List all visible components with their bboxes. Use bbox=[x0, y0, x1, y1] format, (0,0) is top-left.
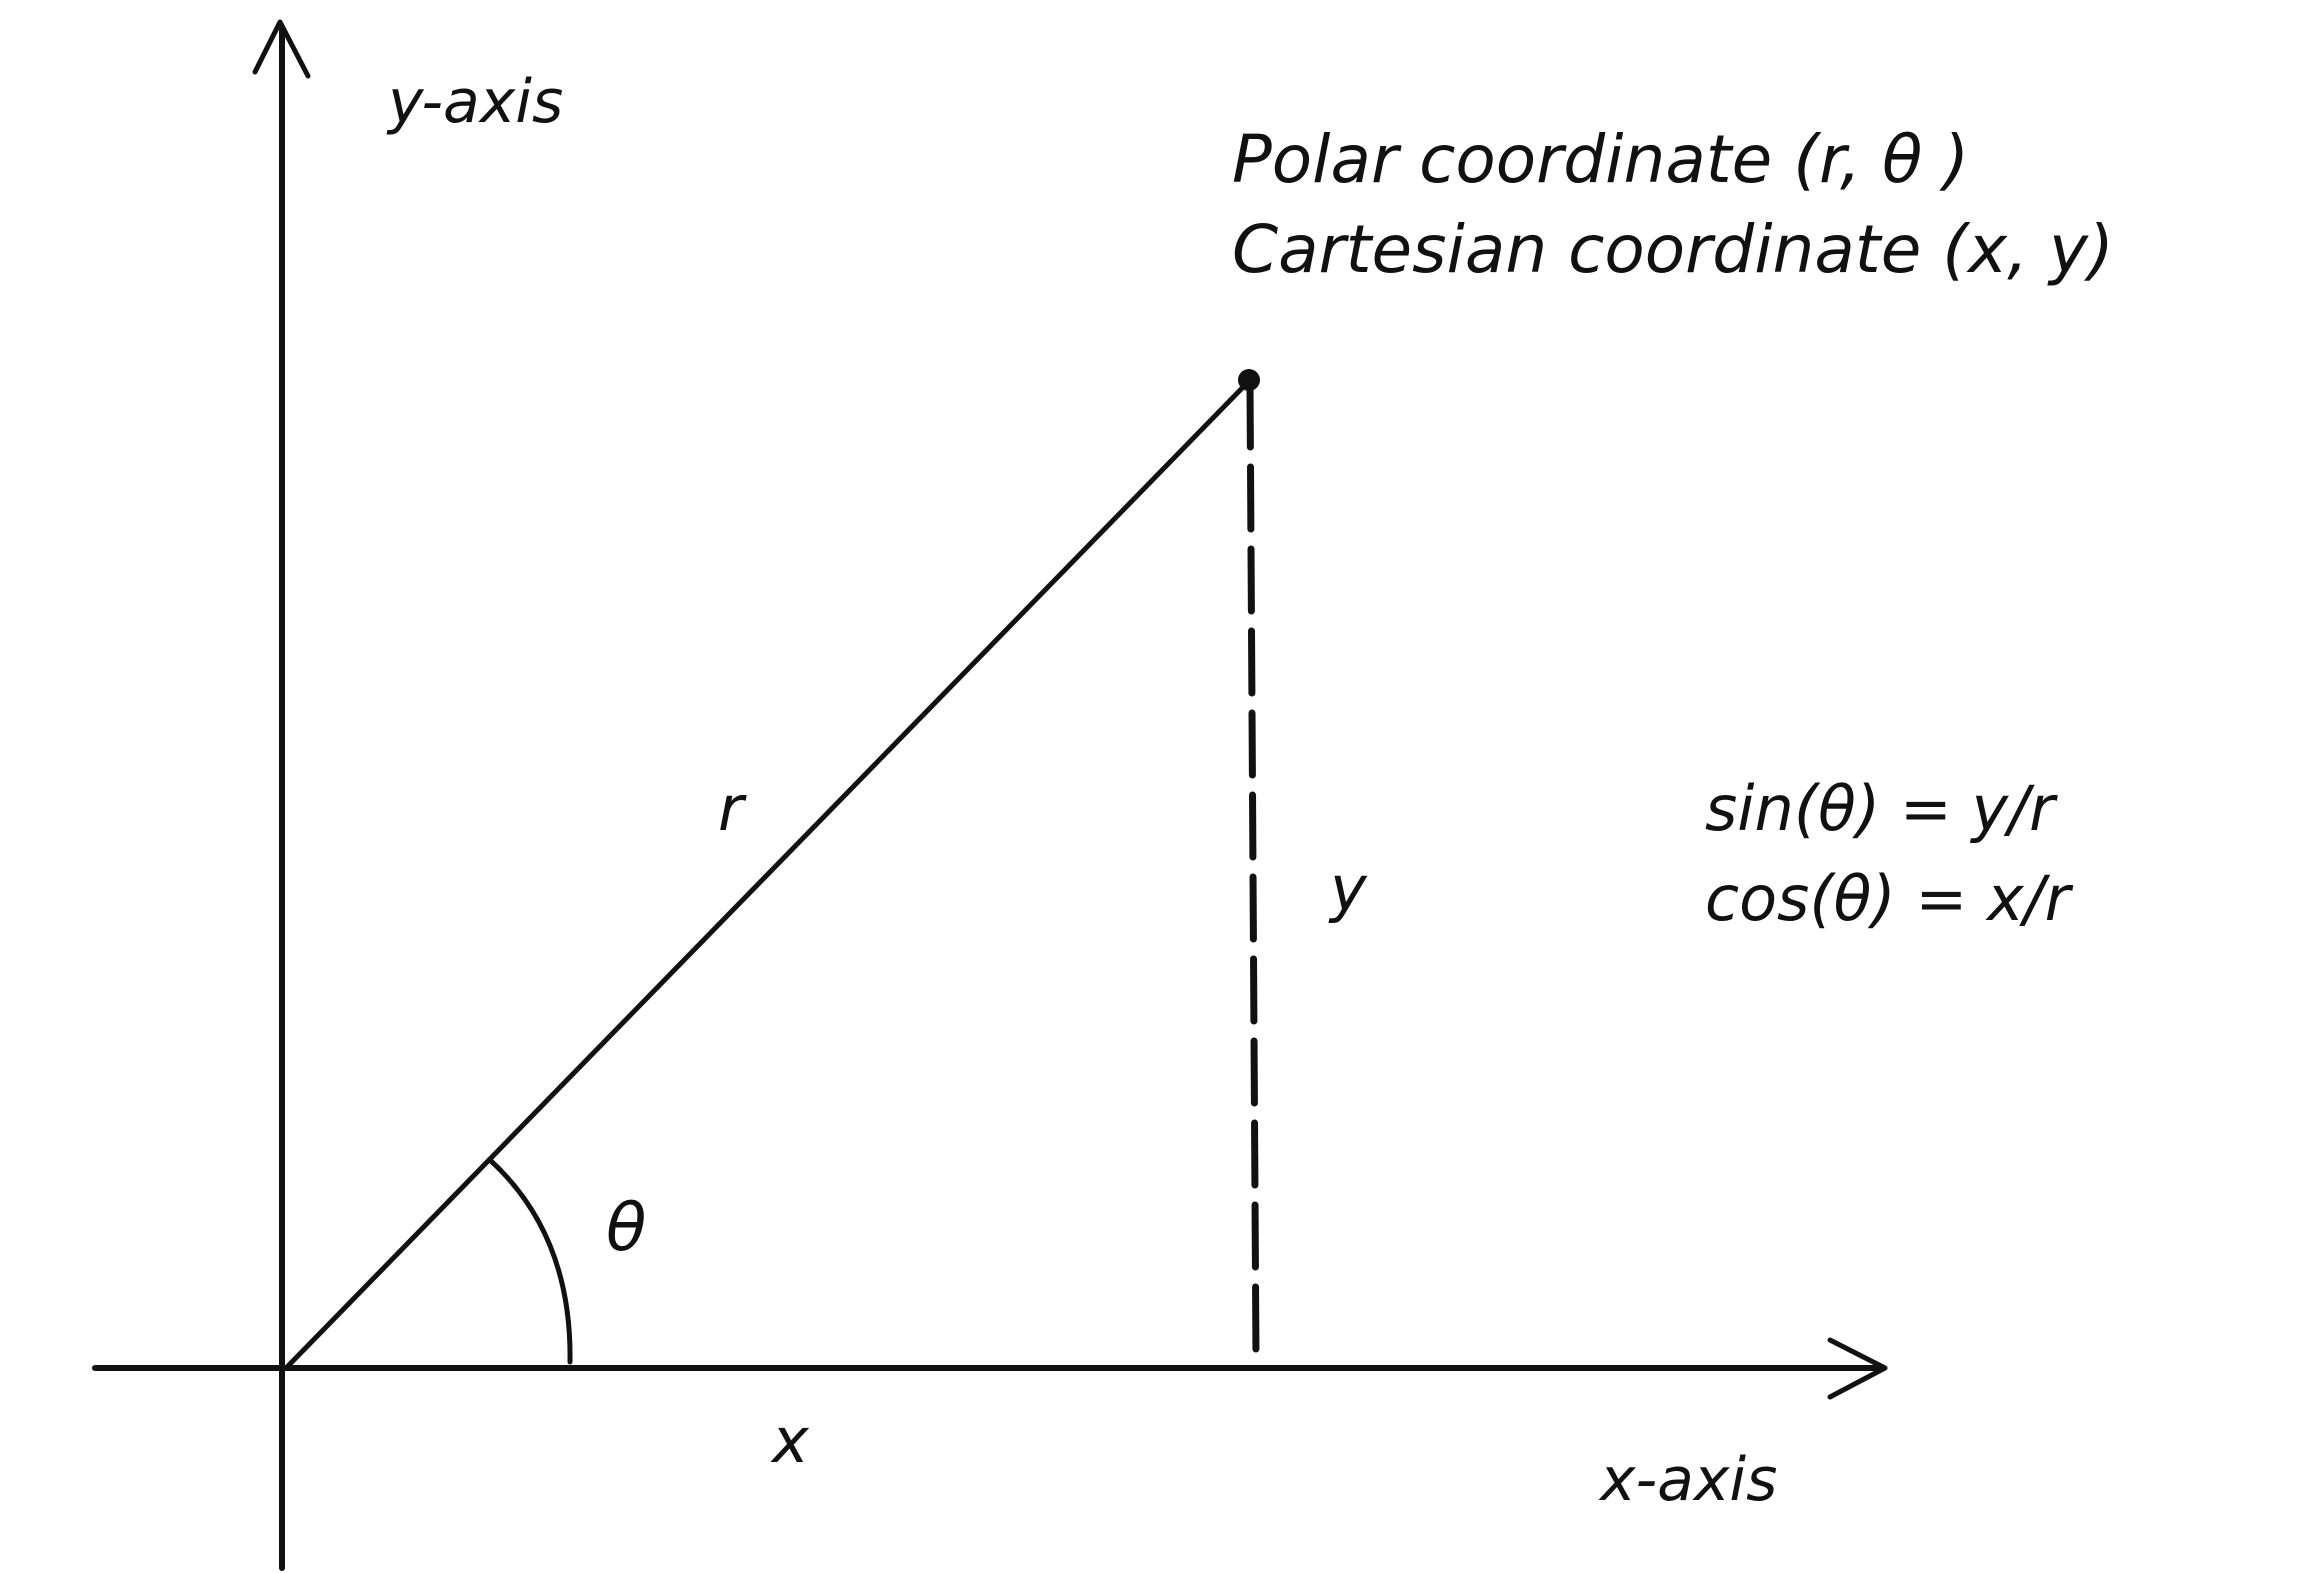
theta-arc bbox=[487, 1157, 573, 1365]
x-axis-label: x-axis bbox=[1598, 1445, 1777, 1515]
y-component-dashed-line bbox=[1246, 381, 1260, 1364]
x-axis bbox=[92, 1337, 1888, 1400]
point-marker bbox=[1238, 369, 1260, 391]
sine-formula: sin(θ) = y/r bbox=[1705, 772, 2058, 845]
y-axis-label: y-axis bbox=[386, 67, 563, 137]
cosine-formula: cos(θ) = x/r bbox=[1705, 862, 2074, 935]
y-axis bbox=[252, 19, 311, 1571]
cartesian-coordinate-label: Cartesian coordinate (x, y) bbox=[1232, 211, 2114, 288]
polar-coordinate-label: Polar coordinate (r, θ ) bbox=[1232, 121, 1969, 198]
y-label: y bbox=[1328, 852, 1368, 925]
theta-label: θ bbox=[606, 1189, 646, 1266]
x-label: x bbox=[770, 1404, 810, 1477]
r-label: r bbox=[718, 772, 747, 845]
y-axis-arrowhead bbox=[252, 19, 311, 79]
x-axis-arrowhead bbox=[1827, 1337, 1888, 1400]
radius-line bbox=[285, 377, 1253, 1369]
